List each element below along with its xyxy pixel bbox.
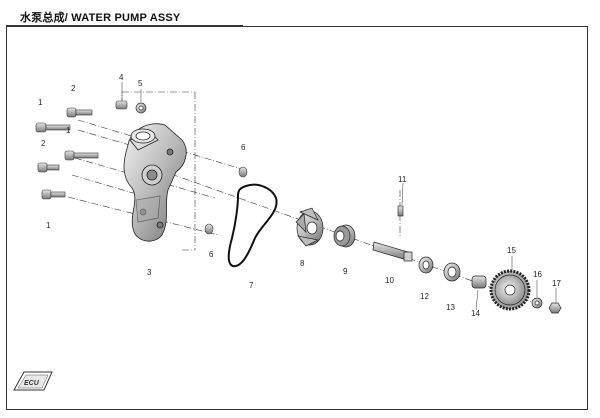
- callout-1-top: 1: [38, 98, 43, 107]
- callout-9: 9: [343, 267, 348, 276]
- callout-5: 5: [138, 79, 143, 88]
- dowel-pin-6-upper: [238, 166, 248, 178]
- driven-gear-15: [489, 269, 531, 311]
- mechanical-seal-9: [333, 224, 356, 248]
- bolt-1-upper: [35, 122, 71, 133]
- impeller-8: [295, 207, 324, 247]
- washer-16: [531, 297, 543, 309]
- page-title: 水泵总成/ WATER PUMP ASSY: [20, 12, 181, 24]
- callout-8: 8: [300, 259, 305, 268]
- gasket-7: [227, 183, 278, 268]
- bearing-12: [418, 256, 434, 274]
- callout-6-upper: 6: [241, 143, 246, 152]
- callout-labels: 1 1 1 2 2 3 4 5 6 6 7 8 9 10 11 12 13 14…: [38, 73, 561, 318]
- pump-housing-3: [123, 123, 187, 242]
- logo-text: ECU: [24, 380, 40, 387]
- callout-6-lower: 6: [209, 250, 214, 259]
- callout-14: 14: [471, 309, 480, 318]
- nut-17: [548, 302, 562, 314]
- title-underline: [6, 25, 243, 26]
- callout-2-middle: 2: [41, 139, 46, 148]
- callout-1-bottom: 1: [46, 221, 51, 230]
- pin-4: [115, 100, 128, 110]
- pin-11: [397, 205, 404, 217]
- callout-1-middle: 1: [66, 126, 71, 135]
- callout-17: 17: [552, 279, 561, 288]
- callout-11: 11: [398, 175, 407, 184]
- leader-lines: [121, 82, 557, 311]
- callout-12: 12: [420, 292, 429, 301]
- callout-4: 4: [119, 73, 124, 82]
- callout-13: 13: [446, 303, 455, 312]
- brand-logo: ECU: [13, 371, 53, 391]
- bolt-1-lower: [41, 189, 66, 200]
- collar-14: [471, 275, 487, 289]
- callout-10: 10: [385, 276, 394, 285]
- callout-15: 15: [507, 246, 516, 255]
- callout-7: 7: [249, 281, 254, 290]
- bolt-2-upper: [66, 107, 93, 118]
- dowel-pin-6-lower: [204, 223, 214, 235]
- diagram-frame: [6, 26, 588, 410]
- oil-seal-13: [443, 262, 461, 282]
- pump-shaft-10: [372, 241, 413, 262]
- bolt-2-middle: [37, 162, 60, 173]
- callout-16: 16: [533, 270, 542, 279]
- callout-3: 3: [147, 268, 152, 277]
- washer-5: [135, 102, 147, 114]
- callout-2-top: 2: [71, 84, 76, 93]
- bolt-1-middle: [64, 150, 99, 161]
